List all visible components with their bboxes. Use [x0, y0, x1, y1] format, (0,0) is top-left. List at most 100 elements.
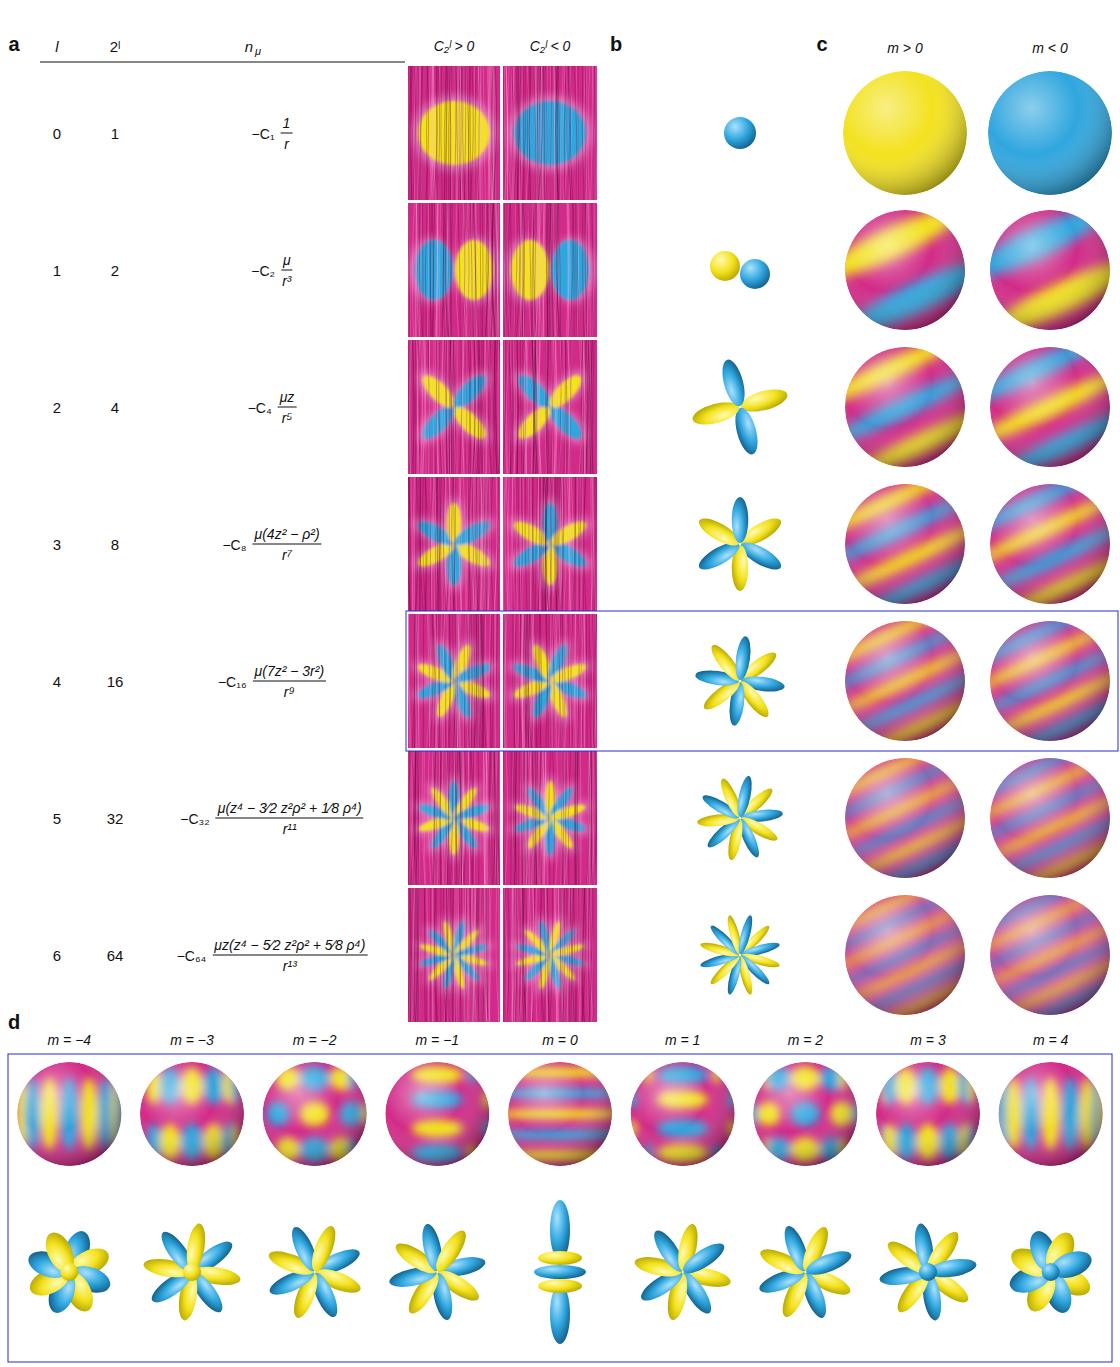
- director-streak: [463, 477, 466, 611]
- director-streak: [559, 340, 562, 474]
- director-streak: [416, 477, 419, 611]
- director-streak: [425, 340, 426, 474]
- director-streak: [538, 340, 541, 474]
- director-streak: [445, 888, 447, 1022]
- director-streak: [464, 888, 465, 1022]
- director-field-cell: [408, 203, 500, 337]
- director-streak: [450, 66, 452, 200]
- director-streak: [513, 614, 515, 748]
- lobe: [736, 914, 755, 955]
- director-streak: [527, 614, 529, 748]
- director-streak: [520, 477, 521, 611]
- panel-letter: a: [8, 33, 19, 56]
- director-streak: [550, 477, 551, 611]
- director-streak: [409, 751, 410, 885]
- director-streak: [543, 66, 545, 200]
- sphere-shading: [17, 1062, 121, 1166]
- director-streak: [483, 888, 487, 1022]
- fraction-bar: [253, 544, 322, 545]
- director-streak: [423, 477, 426, 611]
- row-multipole: 1: [111, 125, 119, 142]
- director-streak: [578, 614, 580, 748]
- director-streak: [474, 340, 477, 474]
- director-streak: [460, 751, 462, 885]
- sphere-shading: [990, 347, 1110, 467]
- director-streak: [584, 66, 586, 200]
- formula: −C₆₄μz(z⁴ − 5⁄2 z²ρ² + 5⁄8 ρ⁴)r¹³: [177, 937, 368, 974]
- director-streak: [408, 66, 409, 200]
- director-sphere: [815, 196, 994, 343]
- director-streak: [496, 888, 499, 1022]
- director-streak: [547, 888, 549, 1022]
- director-streak: [468, 66, 470, 200]
- director-streak: [495, 614, 496, 748]
- field-ground: [503, 751, 597, 885]
- director-streak: [435, 66, 438, 200]
- director-streak: [568, 614, 570, 748]
- director-streak: [445, 340, 447, 474]
- director-streak: [445, 477, 446, 611]
- sphere-ground: [17, 1062, 121, 1166]
- director-field-cell: [503, 340, 597, 474]
- director-streak: [553, 203, 556, 337]
- director-streak: [505, 614, 507, 748]
- director-sphere: [956, 872, 1120, 1039]
- sphere-ground: [263, 1062, 367, 1166]
- lobe: [60, 1263, 78, 1281]
- director-streak: [543, 203, 545, 337]
- band-group: [812, 463, 998, 624]
- director-streak: [419, 203, 422, 337]
- director-streak: [408, 477, 410, 611]
- director-streak: [525, 340, 528, 474]
- director-streak: [459, 751, 461, 885]
- director-streak: [575, 203, 577, 337]
- sphere-shading: [845, 347, 965, 467]
- director-streak: [429, 340, 430, 474]
- row-index: 4: [53, 673, 61, 690]
- director-streak: [453, 614, 456, 748]
- director-streak: [551, 340, 552, 474]
- director-streak: [582, 888, 585, 1022]
- director-streak: [549, 614, 551, 748]
- director-streak: [507, 888, 509, 1022]
- director-streak: [563, 66, 565, 200]
- director-streak: [430, 888, 432, 1022]
- order-label: m = 1: [665, 1032, 700, 1048]
- director-streak: [477, 888, 479, 1022]
- sphere-ground: [843, 71, 967, 195]
- director-streak: [592, 340, 594, 474]
- director-streak: [584, 66, 585, 200]
- director-streak: [560, 614, 561, 748]
- director-streak: [528, 477, 530, 611]
- director-streak: [412, 614, 415, 748]
- director-streak: [596, 66, 597, 200]
- director-streak: [467, 66, 470, 200]
- director-streak: [440, 888, 442, 1022]
- field-ground: [503, 888, 597, 1022]
- director-streak: [483, 340, 485, 474]
- director-streak: [454, 340, 457, 474]
- director-streak: [526, 888, 528, 1022]
- director-streak: [458, 203, 460, 337]
- director-streak: [597, 477, 598, 611]
- director-streak: [510, 203, 512, 337]
- director-streak: [515, 751, 517, 885]
- field-halo: [412, 95, 496, 171]
- director-streak: [562, 751, 564, 885]
- director-streak: [526, 66, 529, 200]
- director-streak: [410, 888, 411, 1022]
- director-streak: [481, 340, 482, 474]
- angular-lobes: [266, 1223, 364, 1321]
- director-streak: [432, 751, 435, 885]
- director-streak: [540, 751, 542, 885]
- director-streak: [420, 477, 421, 611]
- director-field-cell: [408, 614, 500, 748]
- director-streak: [591, 751, 594, 885]
- field-lobes: [415, 240, 493, 300]
- director-streak: [530, 751, 532, 885]
- director-streak: [479, 477, 481, 611]
- director-streak: [510, 340, 512, 474]
- director-streak: [448, 614, 450, 748]
- director-streak: [436, 751, 438, 885]
- director-streak: [474, 203, 476, 337]
